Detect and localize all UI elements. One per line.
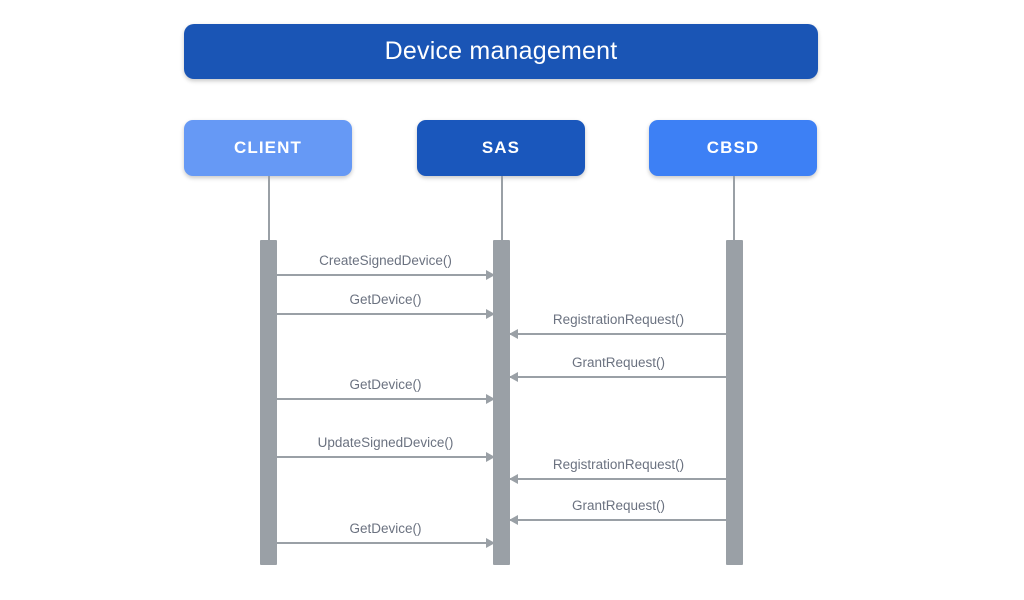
message-line: [510, 478, 727, 480]
arrowhead-left-icon: [509, 515, 518, 525]
activation-bar-cbsd: [726, 240, 743, 565]
participant-label-cbsd: CBSD: [706, 138, 760, 157]
message-label: RegistrationRequest(): [552, 312, 685, 327]
message-label: CreateSignedDevice(): [319, 253, 452, 268]
arrowhead-left-icon: [509, 474, 518, 484]
arrowhead-right-icon: [486, 394, 495, 404]
arrowhead-right-icon: [486, 270, 495, 280]
lifeline-cbsd: [733, 176, 735, 240]
message-line: [510, 376, 727, 378]
activation-bar-sas: [493, 240, 510, 565]
message-line: [510, 519, 727, 521]
message-line: [510, 333, 727, 335]
message-label: GrantRequest(): [571, 498, 666, 513]
message-label: RegistrationRequest(): [552, 457, 685, 472]
message-line: [277, 313, 494, 315]
diagram-title-bar: Device management: [184, 24, 818, 79]
page-title: Device management: [384, 37, 618, 65]
message-label: UpdateSignedDevice(): [317, 435, 454, 450]
activation-bar-client: [260, 240, 277, 565]
arrowhead-right-icon: [486, 452, 495, 462]
message-label: GetDevice(): [349, 521, 422, 536]
participant-box-client[interactable]: CLIENT: [184, 120, 352, 176]
arrowhead-right-icon: [486, 309, 495, 319]
message-label: GetDevice(): [349, 292, 422, 307]
message-line: [277, 398, 494, 400]
message-line: [277, 456, 494, 458]
message-line: [277, 542, 494, 544]
arrowhead-left-icon: [509, 329, 518, 339]
lifeline-sas: [501, 176, 503, 240]
message-label: GrantRequest(): [571, 355, 666, 370]
participant-box-sas[interactable]: SAS: [417, 120, 585, 176]
participant-box-cbsd[interactable]: CBSD: [649, 120, 817, 176]
participant-label-sas: SAS: [481, 138, 521, 157]
participant-label-client: CLIENT: [234, 138, 302, 157]
arrowhead-right-icon: [486, 538, 495, 548]
arrowhead-left-icon: [509, 372, 518, 382]
message-line: [277, 274, 494, 276]
message-label: GetDevice(): [349, 377, 422, 392]
lifeline-client: [268, 176, 270, 240]
